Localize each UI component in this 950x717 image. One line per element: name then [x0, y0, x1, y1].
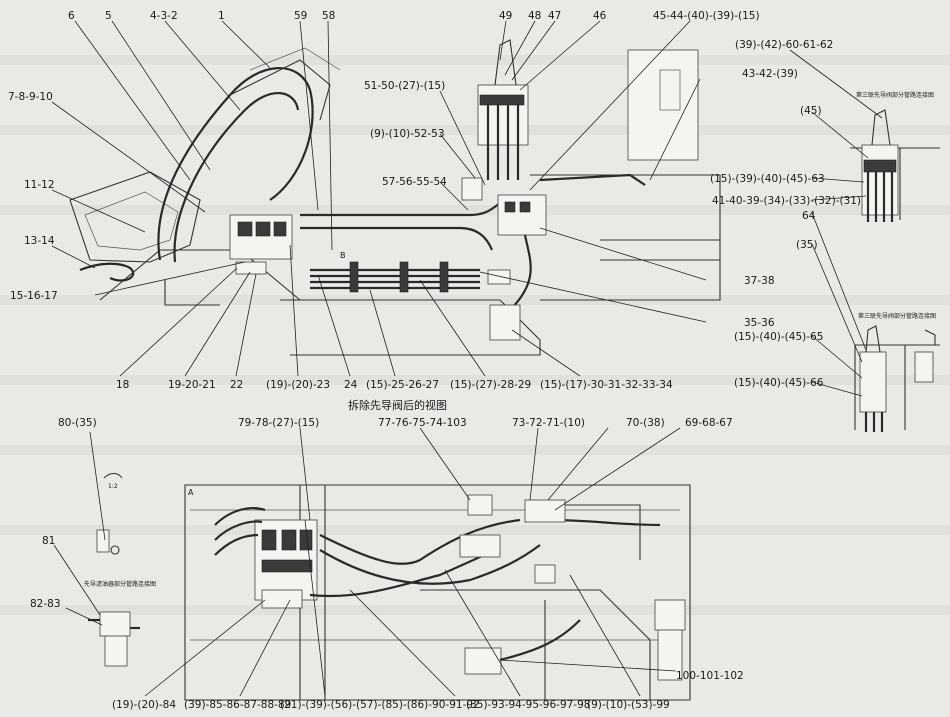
view-caption: 拆除先导阀后的视图 — [348, 398, 447, 412]
label-57-56: 57-56-55-54 — [382, 176, 447, 188]
label-45: (45) — [800, 105, 822, 117]
label-82-83: 82-83 — [30, 598, 61, 610]
inset-pilot-valve-2 — [854, 325, 940, 432]
boom-hose-loop — [157, 67, 314, 261]
label-47: 47 — [548, 10, 561, 22]
lower-bottom-labels: (19)-(20)-84 (39)-85-86-87-88-89 (21)-(3… — [112, 699, 670, 711]
label-18: 18 — [116, 379, 129, 391]
label-81: 81 — [42, 535, 55, 547]
inset-title-1: 第三联先导阀部分管路连接图 — [856, 91, 934, 99]
label-100-101-102: 100-101-102 — [676, 670, 744, 682]
label-48: 48 — [528, 10, 541, 22]
valve-assembly-100 — [464, 647, 502, 675]
label-51-50: 51-50-(27)-(15) — [364, 80, 445, 92]
label-19-20-21: 19-20-21 — [168, 379, 216, 391]
label-9-10-52-53: (9)-(10)-52-53 — [370, 128, 445, 140]
detail-pilot-filter — [88, 611, 140, 667]
label-15-16-17: 15-16-17 — [10, 290, 58, 302]
label-6: 6 — [68, 10, 75, 22]
inset-title-2: 第三联先导阀部分管路连接图 — [858, 312, 936, 320]
label-4-3-2: 4-3-2 — [150, 10, 178, 22]
coiled-hose — [79, 262, 135, 282]
label-41-40-39: 41-40-39-(34)-(33)-(32)-(31) — [712, 195, 861, 207]
label-43-42: 43-42-(39) — [742, 68, 798, 80]
upper-left-labels: 7-8-9-10 11-12 13-14 15-16-17 — [8, 91, 58, 302]
upper-center-labels: 51-50-(27)-(15) (9)-(10)-52-53 57-56-55-… — [364, 68, 798, 329]
inset-pilot-valve-1 — [850, 109, 940, 222]
main-control-valve — [229, 214, 293, 260]
upper-top-labels: 6 5 4-3-2 1 59 58 49 48 47 46 45-44-(40)… — [68, 10, 833, 51]
label-13-14: 13-14 — [24, 235, 55, 247]
label-35: (35) — [796, 239, 818, 251]
label-35-93-98: (35)-93-94-95-96-97-98 — [466, 699, 590, 711]
label-9-10-53-99: (9)-(10)-(53)-99 — [587, 699, 670, 711]
label-19-20-23: (19)-(20)-23 — [266, 379, 330, 391]
label-39-85-89: (39)-85-86-87-88-89 — [184, 699, 291, 711]
marker-b: B — [340, 251, 346, 260]
label-24: 24 — [344, 379, 358, 391]
solenoid-valve-block — [497, 194, 547, 236]
label-15-25-26-27: (15)-25-26-27 — [366, 379, 439, 391]
lower-assembly-view — [184, 484, 691, 701]
pilot-filter — [489, 304, 521, 341]
label-19-20-84: (19)-(20)-84 — [112, 699, 176, 711]
label-80-35: 80-(35) — [58, 417, 97, 429]
label-7-8-9-10: 7-8-9-10 — [8, 91, 53, 103]
label-15-27-28-29: (15)-(27)-28-29 — [450, 379, 531, 391]
label-69-68-67: 69-68-67 — [685, 417, 733, 429]
label-46: 46 — [593, 10, 607, 22]
detail-title: 先导滤油器部分管路连接图 — [84, 580, 156, 588]
label-1: 1 — [218, 10, 225, 22]
label-15-17-30-34: (15)-(17)-30-31-32-33-34 — [540, 379, 673, 391]
label-70-38: 70-(38) — [626, 417, 665, 429]
label-15-40-45-65: (15)-(40)-(45)-65 — [734, 331, 823, 343]
label-15-40-45-66: (15)-(40)-(45)-66 — [734, 377, 824, 389]
label-5: 5 — [105, 10, 112, 22]
label-59: 59 — [294, 10, 307, 22]
lower-top-labels: 80-(35) 79-78-(27)-(15) 77-76-75-74-103 … — [58, 417, 733, 429]
detail-scale: 1:2 — [108, 483, 118, 490]
detail-80 — [96, 472, 123, 555]
label-11-12: 11-12 — [24, 179, 55, 191]
label-22: 22 — [230, 379, 243, 391]
label-39-42: (39)-(42)-60-61-62 — [735, 39, 833, 51]
pilot-valve — [477, 84, 529, 146]
label-73-72-71: 73-72-71-(10) — [512, 417, 585, 429]
label-35-36: 35-36 — [744, 317, 775, 329]
upper-right-labels: (45) (15)-(39)-(40)-(45)-63 41-40-39-(34… — [710, 105, 861, 389]
label-58: 58 — [322, 10, 335, 22]
leader-lines — [51, 20, 883, 697]
lower-left-labels: 81 82-83 — [30, 535, 61, 610]
label-77-76: 77-76-75-74-103 — [378, 417, 467, 429]
upper-bottom-row-labels: 18 19-20-21 22 (19)-(20)-23 24 (15)-25-2… — [116, 379, 673, 391]
label-21-39-92: (21)-(39)-(56)-(57)-(85)-(86)-90-91-92 — [280, 699, 480, 711]
label-37-38: 37-38 — [744, 275, 775, 287]
label-64: 64 — [802, 210, 816, 222]
label-45-44: 45-44-(40)-(39)-(15) — [653, 10, 760, 22]
label-15-39-40-45-63: (15)-(39)-(40)-(45)-63 — [710, 173, 825, 185]
label-79-78: 79-78-(27)-(15) — [238, 417, 319, 429]
marker-a: A — [188, 488, 194, 497]
background-ghost-lines — [0, 55, 950, 615]
label-49: 49 — [499, 10, 512, 22]
